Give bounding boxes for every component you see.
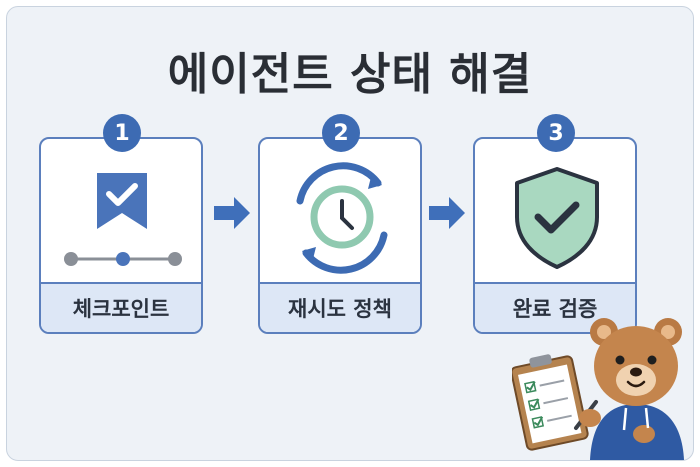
step-number-badge-2: 2 <box>322 114 360 152</box>
step-number-badge-1: 1 <box>103 114 141 152</box>
arrow-right-icon <box>429 197 465 229</box>
step-number-badge-3: 3 <box>537 114 575 152</box>
checkpoint-bookmark-icon <box>64 173 182 266</box>
retry-clock-icon <box>296 162 388 274</box>
bear-mascot-illustration <box>512 318 684 460</box>
diagram-title: 에이전트 상태 해결 <box>167 49 533 100</box>
step-card-retry-policy: 재시도 정책 <box>258 137 422 334</box>
step-card-checkpoint: 체크포인트 <box>39 137 203 334</box>
step-label-retry-policy: 재시도 정책 <box>260 282 420 332</box>
step-label-checkpoint: 체크포인트 <box>41 282 201 332</box>
shield-check-icon <box>515 167 599 269</box>
step-card-completion-verification: 완료 검증 <box>473 137 637 334</box>
arrow-right-icon <box>214 197 250 229</box>
